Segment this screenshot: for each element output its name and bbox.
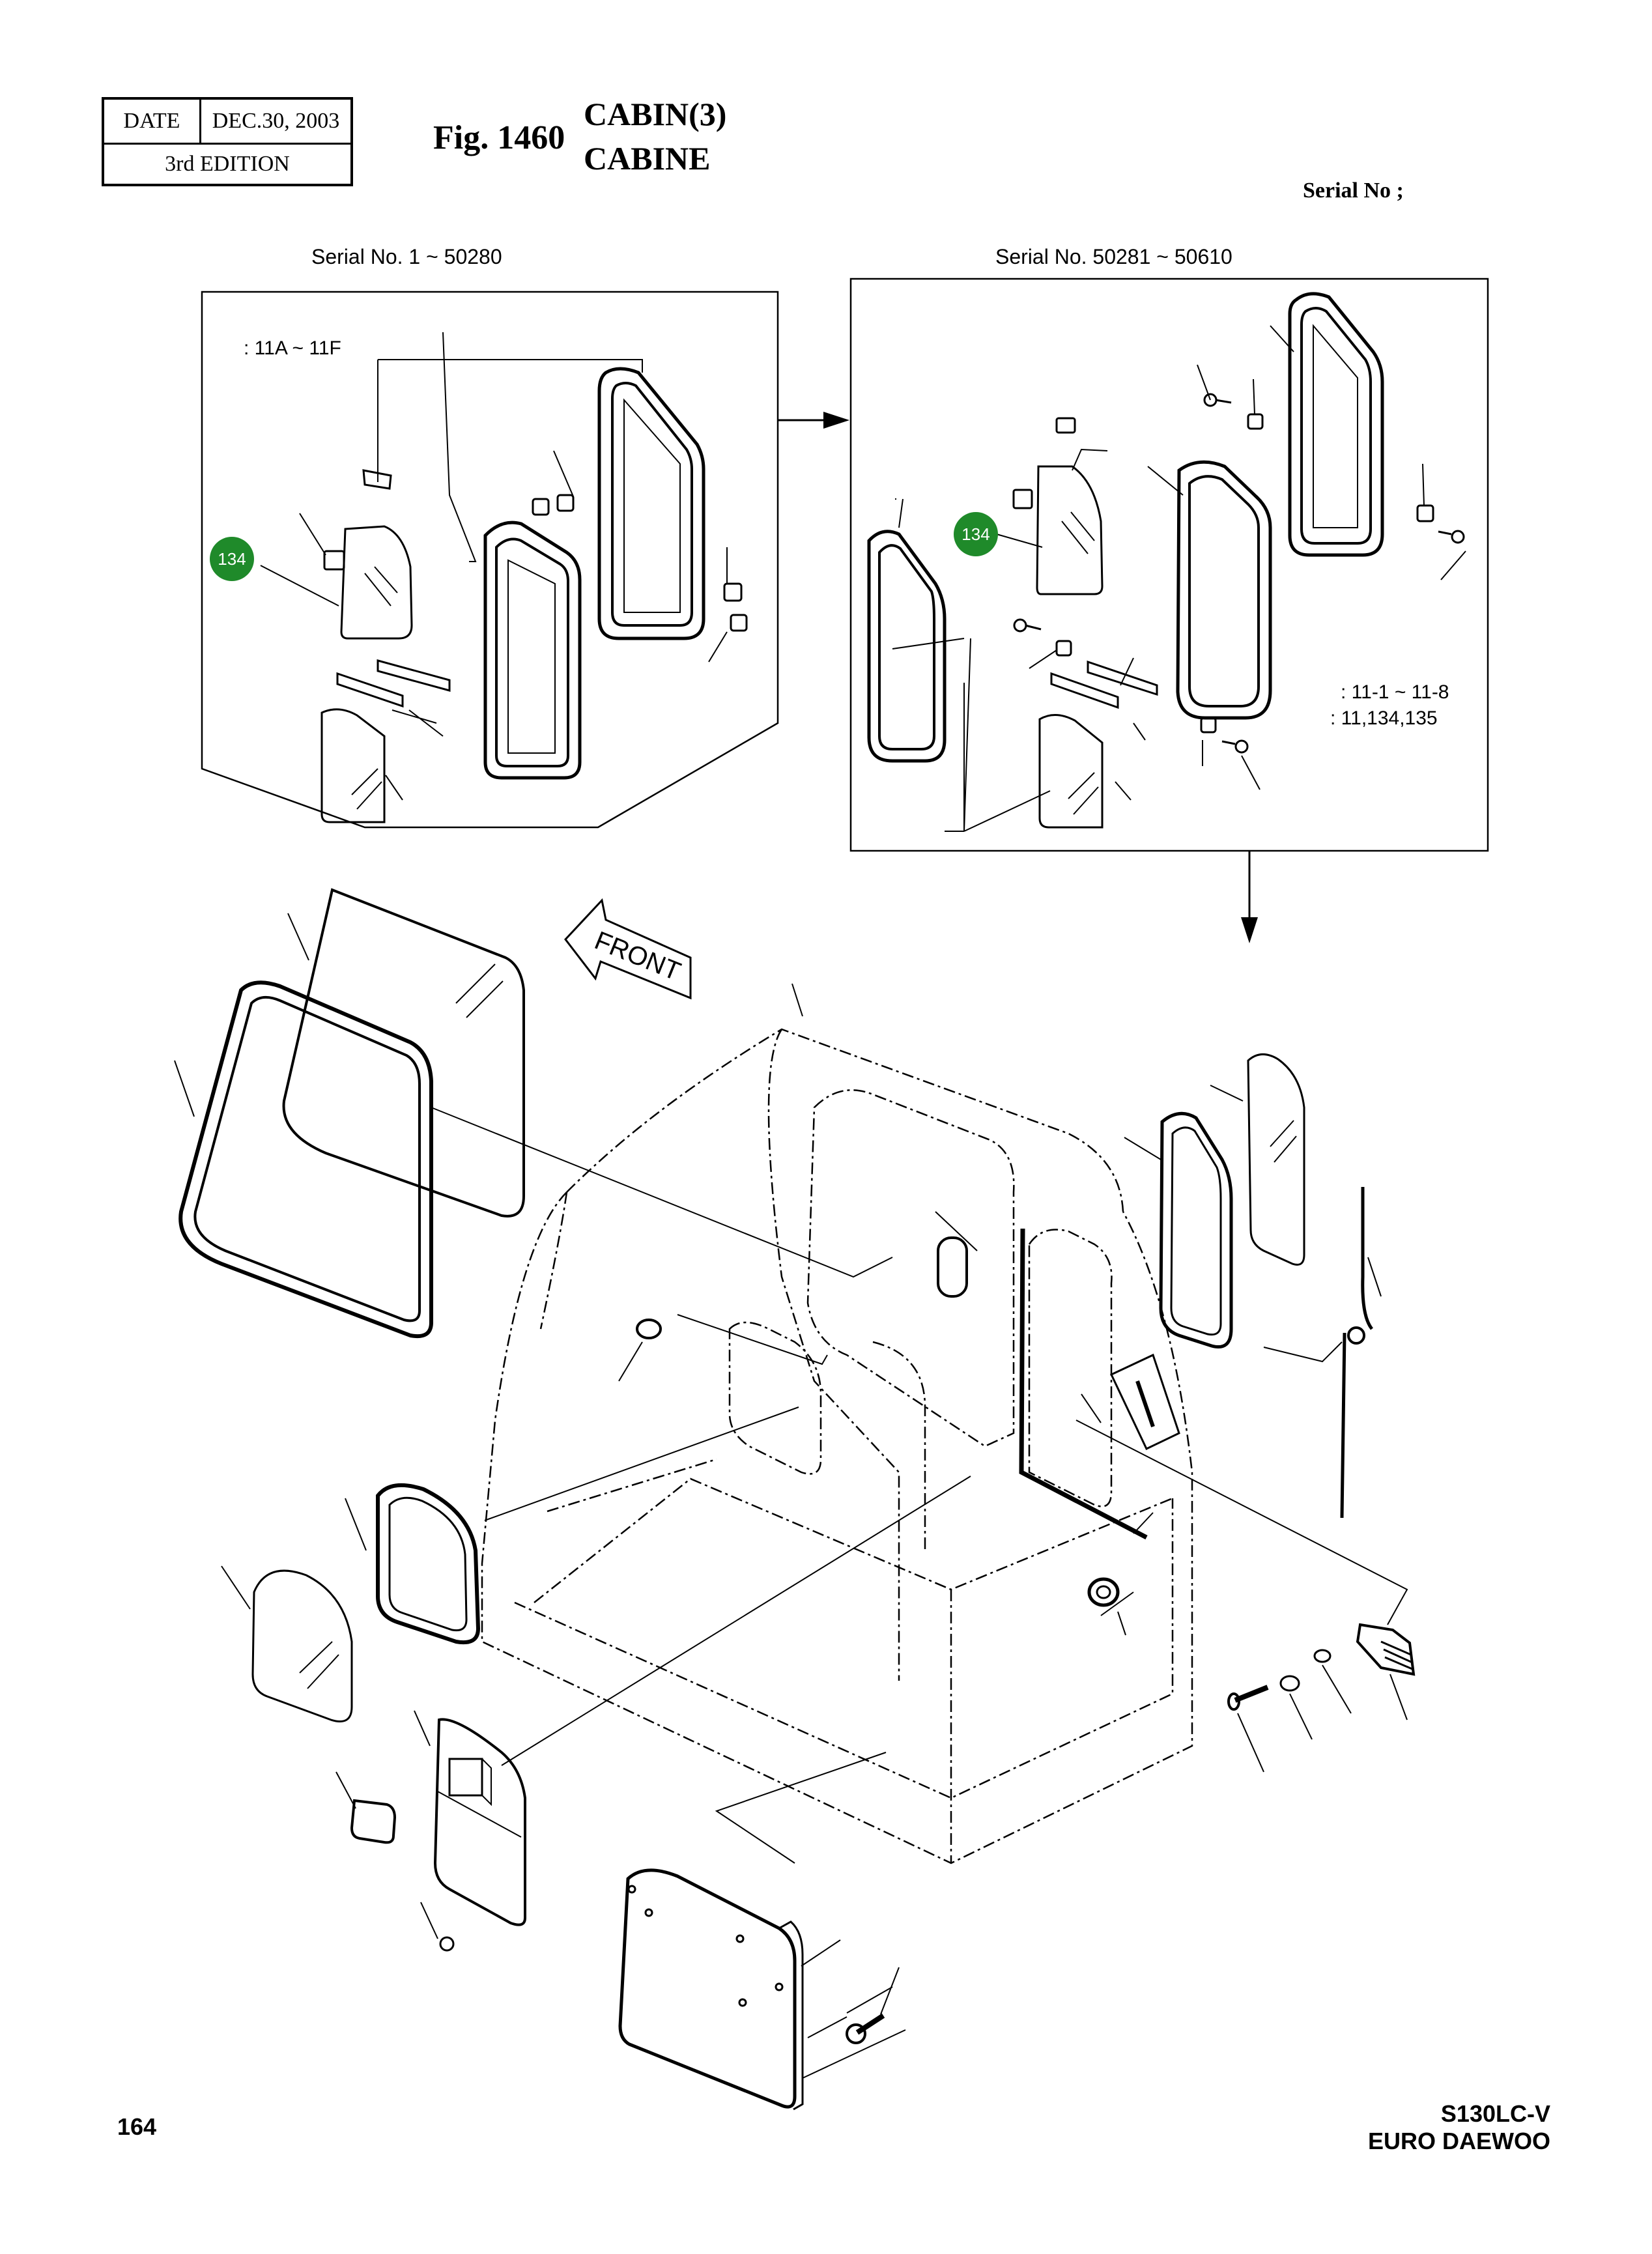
right-inset-note-1: : 11-1 ~ 11-8 [1341,681,1449,703]
trim-strip-left-1 [377,659,451,692]
latch-left [323,550,345,571]
page-number: 164 [117,2113,157,2140]
panel-bolt [846,2013,885,2044]
side-window-seal-main [1159,1111,1233,1348]
lower-side-seal [376,1483,481,1644]
grommet-lower [1087,1577,1120,1607]
lower-glass-left [320,708,386,823]
leader-lines [174,913,1408,2079]
bottom-cover-panel [618,1868,797,2109]
manufacturer-name: EURO DAEWOO [1367,2128,1550,2154]
side-window-seal-left [483,521,582,780]
lower-side-glass [251,1569,353,1722]
small-glass-left [340,525,413,640]
rear-window-seal-right [1288,292,1384,557]
rear-glass-large [282,888,525,1218]
cabin-frame [481,1028,1193,1864]
trim-strip-left-2 [336,672,404,708]
right-inset-note-2: : 11,134,135 [1330,707,1438,729]
header-info-box: DATE DEC.30, 2003 3rd EDITION [102,97,353,186]
panel-pin [439,1936,455,1952]
trim-strip-right-2 [1050,672,1119,709]
trim-strip-right-1 [1087,660,1158,696]
small-cover [350,1799,397,1844]
rear-window-seal-large [178,980,433,1338]
right-inset [849,278,1489,852]
door-edge-seal [1019,1228,1148,1540]
title-french: CABINE [584,140,711,177]
badge-134-left: 134 [210,537,254,581]
latch-right [1012,489,1033,509]
right-inset-serial-range: Serial No. 50281 ~ 50610 [995,245,1232,268]
serial-number-label: Serial No ; [1303,178,1404,203]
door-window-seal-right [867,530,947,763]
date-label: DATE [104,100,201,143]
access-panel [433,1718,526,1926]
lower-glass-right [1038,714,1104,829]
antenna [1340,1187,1374,1519]
edition-label: 3rd EDITION [165,152,290,176]
title-english: CABIN(3) [584,96,727,132]
left-inset-note: : 11A ~ 11F [244,337,341,359]
left-inset-serial-range: Serial No. 1 ~ 50280 [311,245,502,268]
rear-window-seal-left [597,367,705,640]
front-direction-arrow: FRONT [564,898,692,1000]
side-glass-main [1247,1053,1305,1266]
grommet-upper [636,1319,662,1339]
side-window-seal-right [1176,460,1272,720]
right-inset-frame [849,278,1489,852]
left-inset [201,291,779,829]
model-name: S130LC-V [1440,2100,1550,2127]
small-glass-right [1036,465,1104,595]
left-inset-frame [201,291,779,829]
badge-134-right: 134 [954,512,998,556]
figure-number: Fig. 1460 [433,119,565,156]
dome-light [937,1236,968,1298]
date-value: DEC.30, 2003 [212,109,340,133]
door-latch-assembly [1227,1623,1416,1711]
door-lock-plate [1109,1353,1180,1451]
